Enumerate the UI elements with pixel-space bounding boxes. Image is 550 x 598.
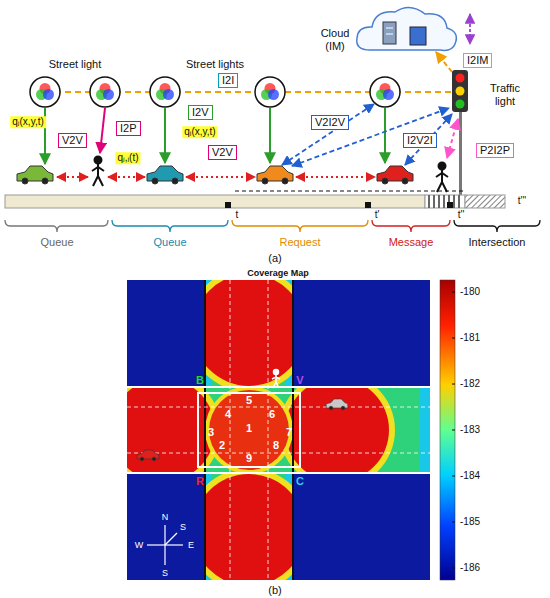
segment-label: Queue (40, 236, 73, 249)
cloud (357, 7, 457, 50)
colorbar-tick: -185 (460, 516, 480, 528)
link-type-box: I2IM (463, 53, 492, 68)
box-text: P2I2P (480, 144, 510, 156)
map-title: Coverage Map (247, 268, 309, 278)
panel-label: (a) (268, 252, 281, 265)
zone-number: 8 (273, 439, 279, 452)
compass-label: S (162, 568, 168, 578)
pedestrians (92, 157, 448, 193)
time-label: t''' (518, 195, 527, 207)
segment-label: Request (280, 236, 321, 249)
box-text: I2V2I (407, 134, 433, 146)
street-light-label: Street light (49, 58, 102, 71)
zone-number: 1 (246, 422, 252, 435)
link-type-box: I2V2I (403, 133, 437, 148)
zone-number: 4 (225, 408, 231, 421)
corner-letter: B (196, 374, 204, 387)
box-text: I2P (120, 122, 137, 134)
link-type-box: V2I2V (311, 115, 349, 130)
zone-number: 2 (219, 439, 225, 452)
box-text: V2V (62, 134, 83, 146)
braces (5, 220, 540, 232)
signal-label: qⱼ,ᵢ(t) (115, 152, 140, 164)
signal-label: qⱼ(x,y,t) (10, 116, 46, 128)
colorbar-tick: -182 (460, 378, 480, 390)
link-type-box: I2I (218, 73, 238, 88)
link-type-box: V2V (58, 133, 87, 148)
time-label: t'' (458, 209, 465, 221)
road (5, 191, 505, 208)
i2im-link (436, 52, 452, 72)
traffic-light-label: Traffic light (483, 82, 527, 107)
cloud-link (469, 14, 471, 44)
segment-label: Message (389, 236, 434, 249)
colorbar-tick: -184 (460, 470, 480, 482)
zone-number: 3 (208, 426, 214, 439)
zone-number: 5 (246, 394, 252, 407)
traffic-light (452, 70, 468, 195)
colorbar-tick: -180 (460, 286, 480, 298)
corner-letter: V (296, 374, 303, 387)
street-lights (30, 77, 400, 107)
zone-number: 9 (246, 452, 252, 465)
panel-label: (b) (268, 584, 281, 597)
v2v-arrows (57, 176, 375, 178)
box-text: V2V (212, 146, 233, 158)
v2i2v-arrows (282, 104, 452, 166)
signal-label: qᵢ(x,y,t) (182, 126, 217, 138)
link-type-box: V2V (208, 145, 237, 160)
corner-letter: R (196, 475, 204, 488)
compass-label: W (135, 540, 144, 550)
compass-label: S (180, 522, 186, 532)
zone-number: 6 (269, 408, 275, 421)
street-light-label: Street lights (186, 58, 244, 71)
time-label: t' (375, 209, 380, 221)
colorbar (440, 280, 455, 580)
colorbar-tick: -183 (460, 424, 480, 436)
compass-label: E (188, 540, 194, 550)
box-text: I2V (192, 106, 209, 118)
cloud-label: Cloud (IM) (314, 27, 356, 52)
colorbar-tick: -186 (460, 562, 480, 574)
link-type-box: I2P (116, 121, 141, 136)
i2p-arrow (100, 108, 105, 153)
p2i2p-arrow (447, 119, 458, 158)
time-label: t (236, 209, 239, 221)
colorbar-tick: -181 (460, 332, 480, 344)
box-text: I2IM (467, 54, 488, 66)
segment-label: Queue (153, 236, 186, 249)
box-text: I2I (222, 74, 234, 86)
coverage-map (105, 268, 430, 592)
link-type-box: I2V (188, 105, 213, 120)
segment-label: Intersection (469, 236, 526, 249)
compass-label: N (162, 512, 169, 522)
vehicles (17, 166, 413, 184)
i2v-arrows (45, 108, 385, 164)
link-type-box: P2I2P (476, 143, 514, 158)
zone-number: 7 (286, 426, 292, 439)
corner-letter: C (296, 475, 304, 488)
box-text: V2I2V (315, 116, 345, 128)
